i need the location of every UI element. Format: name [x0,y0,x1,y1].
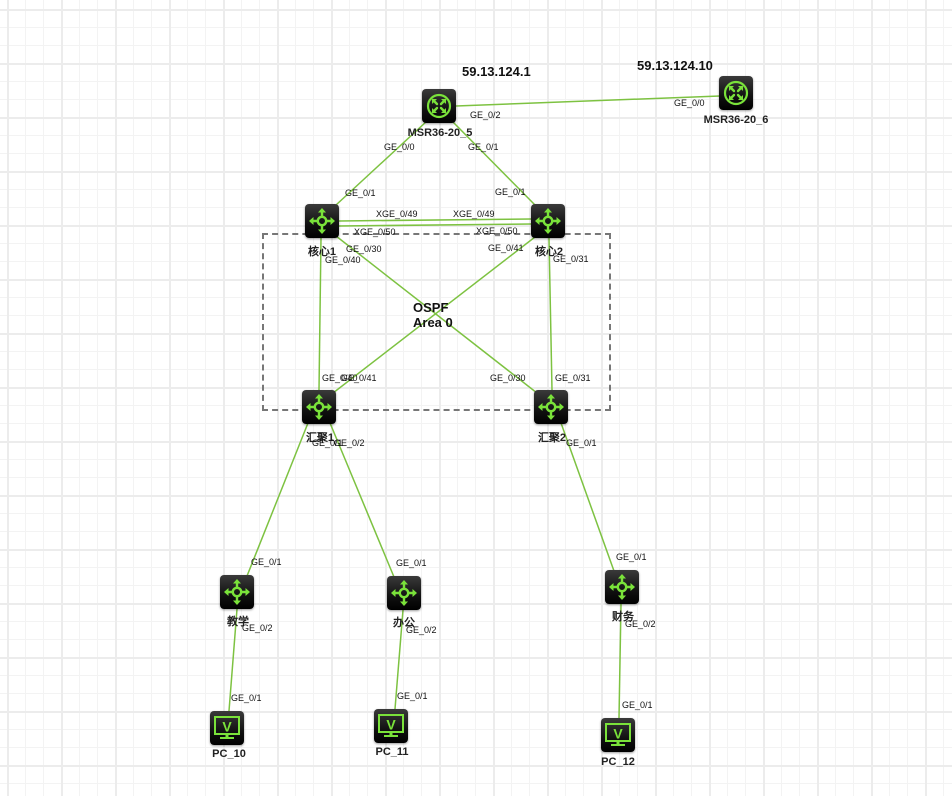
link-agg1-teach[interactable] [246,422,309,577]
port-label-pc12: GE_0/1 [622,700,653,710]
port-label-core1: GE_0/40 [325,255,361,265]
port-label-msr5: GE_0/0 [384,142,415,152]
svg-text:V: V [386,717,396,733]
link-msr5-msr6[interactable] [455,95,721,107]
port-label-core1: XGE_0/50 [354,227,396,237]
link-core1-core2[interactable] [338,223,532,227]
device-core1[interactable] [305,204,339,238]
ospf-area-boundary[interactable] [262,233,611,411]
port-label-agg2: GE_0/30 [490,373,526,383]
link-core1-agg1[interactable] [318,237,322,391]
device-label-core2: 核心2 [534,246,564,258]
device-label-msr5: MSR36-20_5 [407,127,473,139]
port-label-teach: GE_0/1 [251,557,282,567]
link-agg2-finance[interactable] [560,422,615,572]
port-label-agg1: GE_0/1 [312,438,343,448]
link-core1-agg2[interactable] [335,235,538,394]
device-label-pc10: PC_10 [212,748,246,760]
port-label-office: GE_0/2 [406,625,437,635]
ip-label-msr6: 59.13.124.10 [637,58,713,73]
ospf-label-line1: OSPF [413,300,449,315]
port-label-core2: GE_0/31 [553,254,589,264]
ospf-label-line2: Area 0 [413,315,453,330]
device-label-pc12: PC_12 [601,756,635,768]
port-label-msr5: GE_0/1 [468,142,499,152]
link-core2-agg1[interactable] [332,236,536,394]
port-label-office: GE_0/1 [396,558,427,568]
port-label-agg2: GE_0/31 [555,373,591,383]
port-label-pc10: GE_0/1 [231,693,262,703]
device-label-finance: 财务 [612,611,634,623]
device-agg2[interactable] [534,390,568,424]
port-label-core2: GE_0/1 [495,187,526,197]
port-label-agg2: GE_0/1 [566,438,597,448]
device-label-office: 办公 [393,617,415,629]
port-label-finance: GE_0/2 [625,619,656,629]
device-agg1[interactable] [302,390,336,424]
port-label-agg1: GE_0/2 [334,438,365,448]
svg-text:V: V [222,719,232,735]
link-office-pc11[interactable] [394,609,404,710]
port-label-teach: GE_0/2 [242,623,273,633]
device-core2[interactable] [531,204,565,238]
device-finance[interactable] [605,570,639,604]
port-label-core2: GE_0/41 [488,243,524,253]
device-label-pc11: PC_11 [375,746,409,758]
device-teach[interactable] [220,575,254,609]
port-label-core1: XGE_0/49 [376,209,418,219]
device-label-agg1: 汇聚1 [305,432,335,444]
port-label-core1: GE_0/30 [346,244,382,254]
svg-text:V: V [613,726,623,742]
device-pc12[interactable]: V [601,718,635,752]
device-label-agg2: 汇聚2 [537,432,567,444]
port-label-pc11: GE_0/1 [397,691,428,701]
link-core1-core2[interactable] [338,218,532,222]
port-label-core2: XGE_0/49 [453,209,495,219]
link-msr5-core1[interactable] [335,120,428,206]
port-label-agg1: GE_0/40 [322,373,358,383]
ip-label-msr5: 59.13.124.1 [462,64,531,79]
device-label-teach: 教学 [227,616,249,628]
link-msr5-core2[interactable] [451,120,536,206]
link-agg1-office[interactable] [329,422,395,578]
port-label-agg1: GE_0/41 [341,373,377,383]
device-pc11[interactable]: V [374,709,408,743]
port-label-msr5: GE_0/2 [470,110,501,120]
port-label-core2: XGE_0/50 [476,226,518,236]
device-msr5[interactable] [422,89,456,123]
device-label-msr6: MSR36-20_6 [703,114,769,126]
port-label-finance: GE_0/1 [616,552,647,562]
device-pc10[interactable]: V [210,711,244,745]
device-office[interactable] [387,576,421,610]
port-label-msr6: GE_0/0 [674,98,705,108]
link-teach-pc10[interactable] [228,608,238,712]
link-core2-agg2[interactable] [548,237,553,391]
device-label-core1: 核心1 [307,246,337,258]
port-label-core1: GE_0/1 [345,188,376,198]
device-msr6[interactable] [719,76,753,110]
ospf-area-label: OSPF Area 0 [413,300,453,330]
link-finance-pc12[interactable] [618,603,622,719]
